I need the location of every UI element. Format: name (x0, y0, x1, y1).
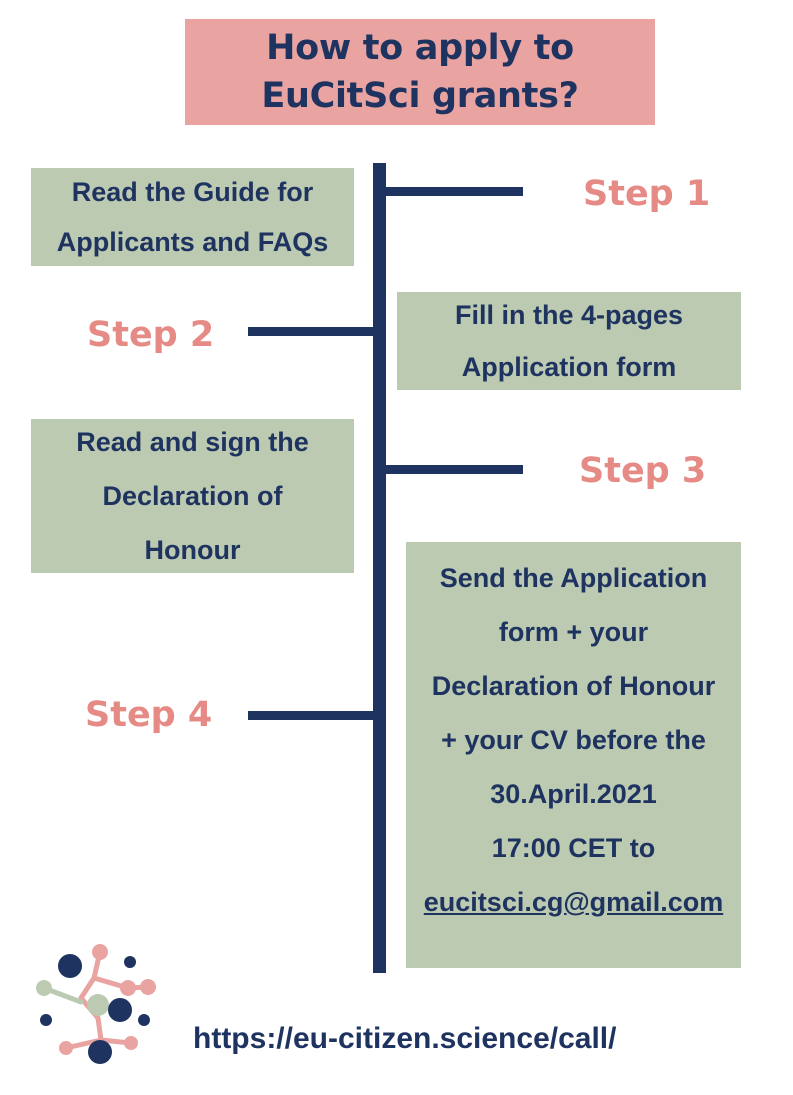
step-3-text-line-1: Read and sign the (76, 427, 309, 457)
step-3-connector (373, 465, 523, 474)
step-4-text-line-1: Send the Application (439, 563, 708, 593)
email-link[interactable]: eucitsci.cg@gmail.com (423, 887, 724, 917)
step-3-text-line-3: Honour (144, 535, 241, 565)
step-4-text-line-5: 30.April.2021 (490, 779, 657, 809)
step-1-text-line-1: Read the Guide for (71, 177, 314, 207)
step-4-text-line-2: form + your (498, 617, 649, 647)
title-line-1: How to apply to (266, 28, 574, 68)
step-3-text-line-2: Declaration of (102, 481, 283, 511)
footer-url[interactable]: https://eu-citizen.science/call/ (193, 1022, 617, 1055)
timeline-spine (373, 163, 386, 973)
step-2-connector (248, 327, 378, 336)
step-1-text-line-2: Applicants and FAQs (56, 227, 329, 257)
step-2-text-line-1: Fill in the 4-pages (454, 300, 684, 330)
network-nodes-logo-icon (36, 944, 156, 1064)
step-1-box: Read the Guide for Applicants and FAQs (31, 168, 354, 266)
step-3-label: Step 3 (579, 451, 707, 491)
step-4-text-line-4: + your CV before the (441, 725, 706, 755)
step-4-text-line-6: 17:00 CET to (491, 833, 656, 863)
title-line-2: EuCitSci grants? (261, 76, 579, 116)
step-2-box: Fill in the 4-pages Application form (397, 292, 741, 390)
step-4-connector (248, 711, 378, 720)
step-1-label: Step 1 (583, 174, 711, 214)
title-banner: How to apply to EuCitSci grants? (185, 19, 655, 125)
step-2-label: Step 2 (87, 315, 215, 355)
step-3-box: Read and sign the Declaration of Honour (31, 419, 354, 573)
step-2-text-line-2: Application form (461, 352, 677, 382)
step-1-connector (373, 187, 523, 196)
step-4-text-line-3: Declaration of Honour (431, 671, 716, 701)
step-4-label: Step 4 (85, 695, 213, 735)
step-4-box: Send the Application form + your Declara… (406, 542, 741, 968)
